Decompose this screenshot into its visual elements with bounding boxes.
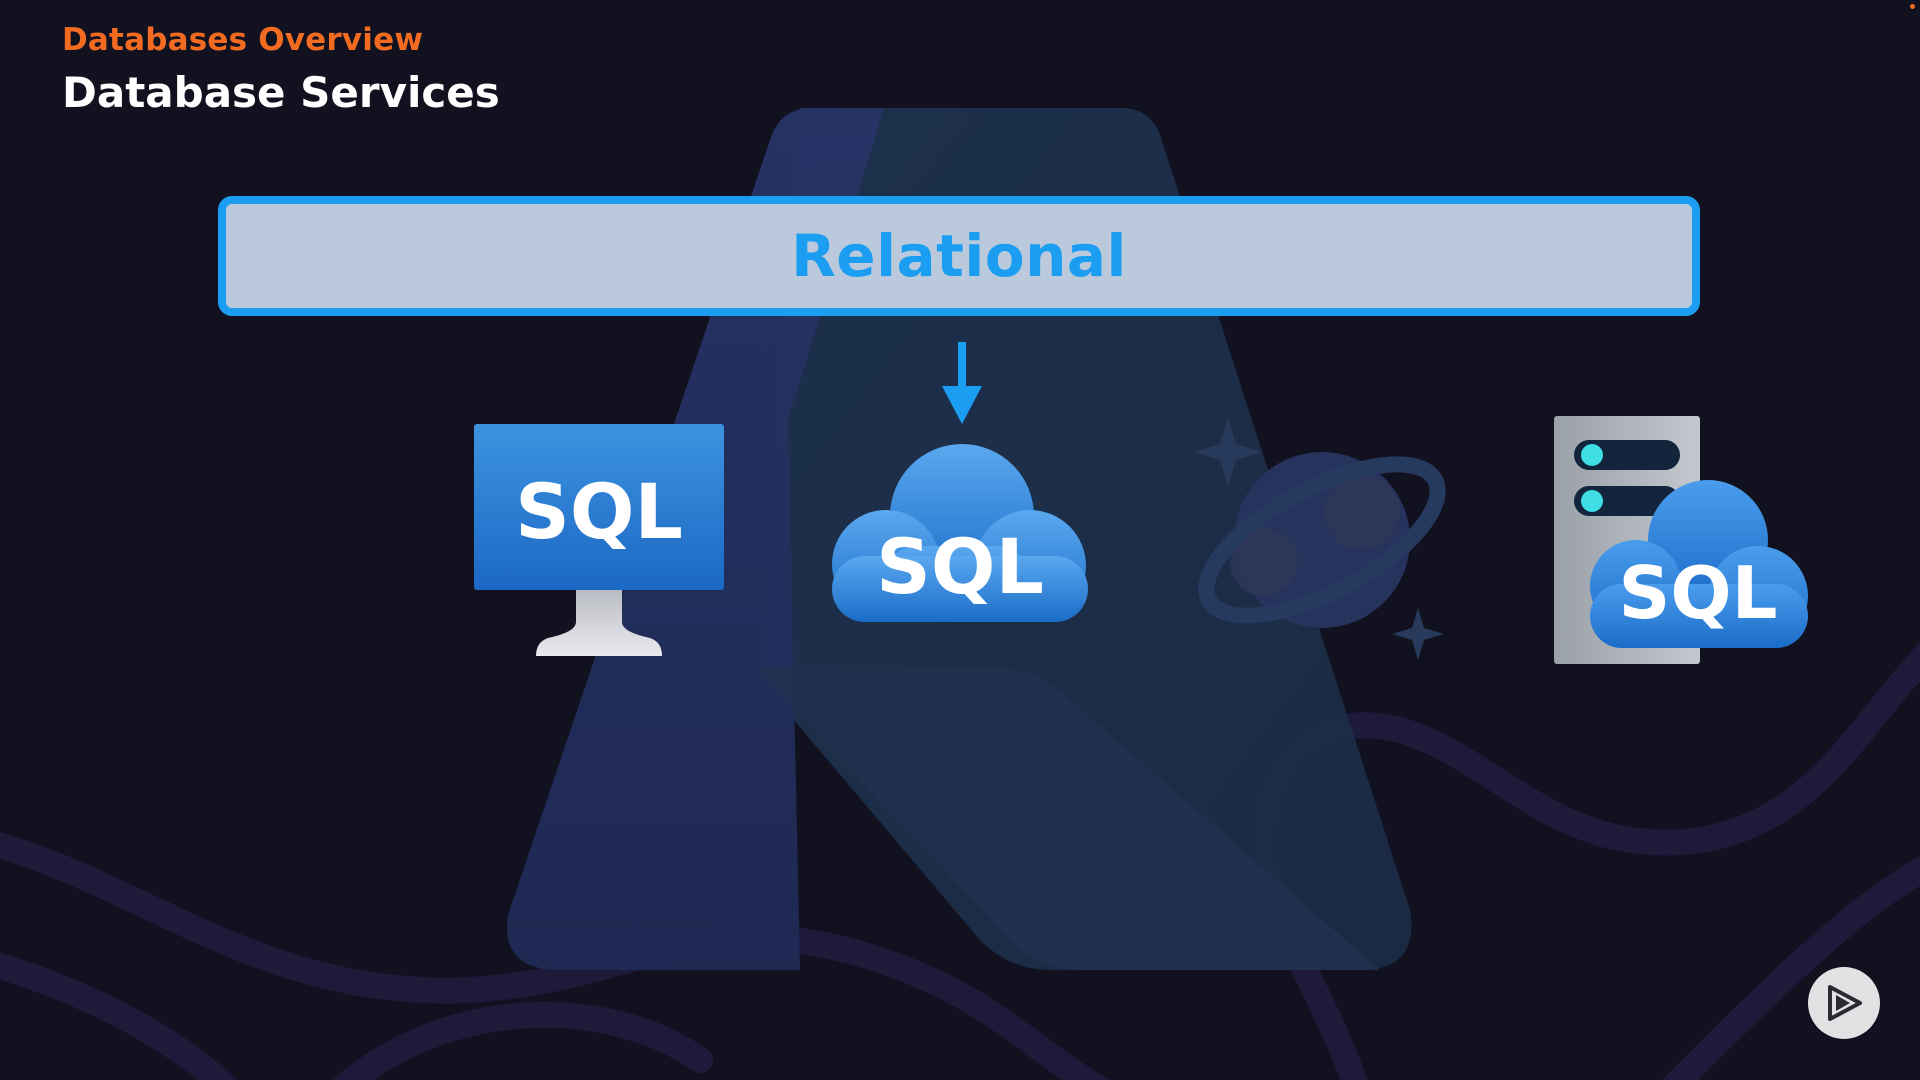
section-subtitle: Databases Overview <box>62 22 424 58</box>
corner-dot <box>1910 4 1915 9</box>
sql-managed-label: SQL <box>1619 551 1778 635</box>
sql-cloud-label: SQL <box>876 522 1044 611</box>
sql-virtual-machine-icon: SQL <box>474 424 724 656</box>
sql-database-cloud-icon: SQL <box>832 444 1088 622</box>
cosmos-db-icon <box>1194 418 1446 660</box>
page-title: Database Services <box>62 68 500 117</box>
play-button[interactable] <box>1808 967 1880 1039</box>
banner-label: Relational <box>791 222 1127 290</box>
relational-banner: Relational <box>218 196 1700 316</box>
play-icon <box>1828 985 1862 1021</box>
sql-vm-label: SQL <box>515 467 683 556</box>
down-arrow-icon <box>942 342 982 424</box>
sql-managed-instance-icon: SQL <box>1554 416 1808 664</box>
